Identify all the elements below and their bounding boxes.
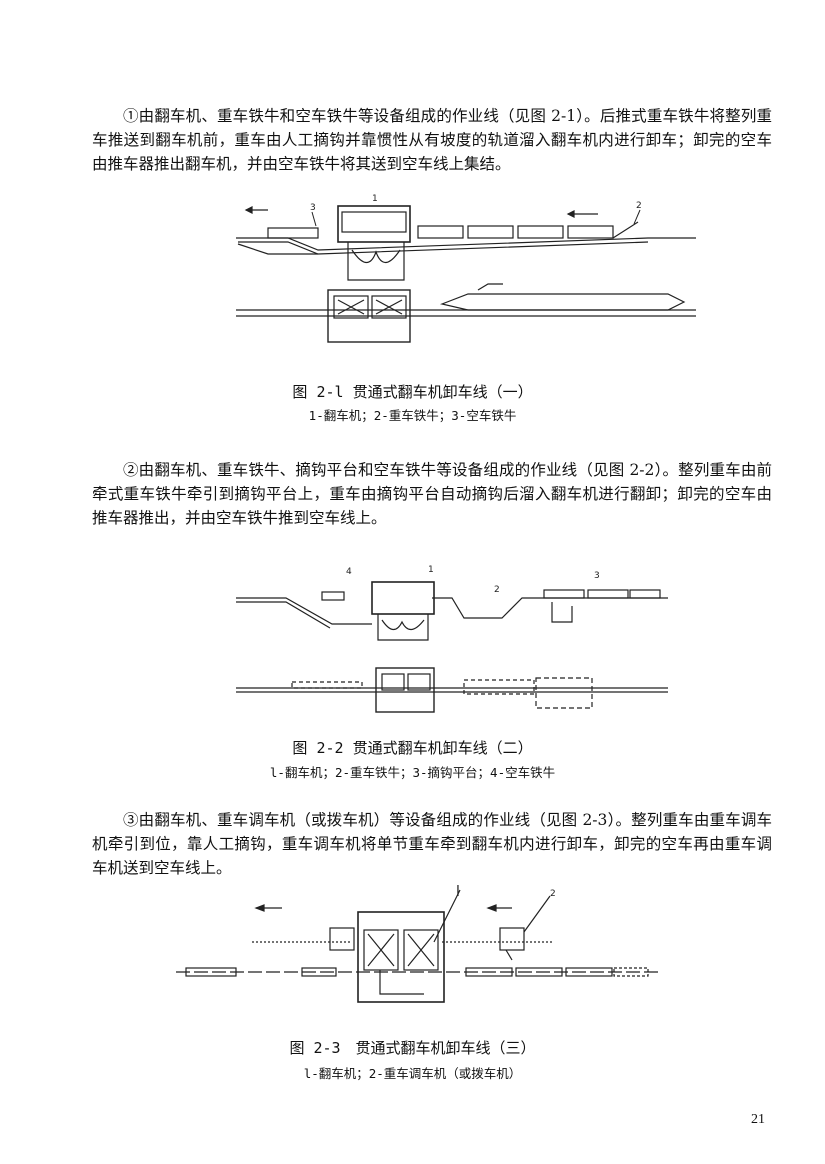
figure-2-3-title: 图 2-3 贯通式翻车机卸车线（三） [289,1039,536,1057]
svg-text:2: 2 [550,889,556,899]
svg-text:1: 1 [428,565,434,575]
paragraph-3: ③由翻车机、重车调车机（或拨车机）等设备组成的作业线（见图 2-3）。整列重车由… [92,811,772,877]
page-number: 21 [751,1112,765,1127]
svg-text:l: l [456,884,460,900]
svg-text:2: 2 [494,585,500,595]
figure-2-2-title: 图 2-2 贯通式翻车机卸车线（二） [292,739,533,757]
figure-2-2-legend: l-翻车机；2-重车铁牛；3-摘钩平台；4-空车铁牛 [269,765,556,780]
figure-2-3-legend: l-翻车机；2-重车调车机（或拨车机） [303,1066,522,1081]
figure-2-1-diagram: 1 2 3 [228,192,698,352]
paragraph-2: ②由翻车机、重车铁牛、摘钩平台和空车铁牛等设备组成的作业线（见图 2-2）。整列… [92,461,772,527]
figure-2-1-title: 图 2-l 贯通式翻车机卸车线（一） [292,383,533,401]
figure-2-3-diagram: l 2 [172,884,662,1014]
figure-2-2-diagram: 1 2 3 4 [232,562,672,722]
paragraph-1: ①由翻车机、重车铁牛和空车铁牛等设备组成的作业线（见图 2-1）。后推式重车铁牛… [92,107,772,173]
svg-text:2: 2 [636,201,642,211]
figure-2-1-legend: 1-翻车机；2-重车铁牛；3-空车铁牛 [308,408,517,423]
svg-text:4: 4 [346,567,352,577]
svg-text:1: 1 [372,194,378,204]
svg-text:3: 3 [594,571,600,581]
svg-text:3: 3 [310,203,316,213]
